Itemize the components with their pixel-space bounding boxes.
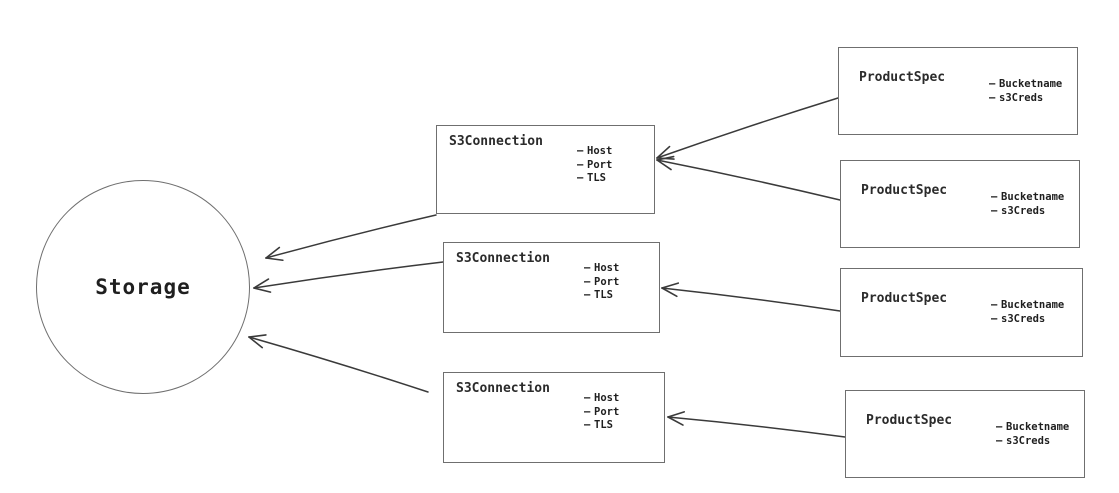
product-spec-box[interactable]: ProductSpec–Bucketname–s3Creds: [845, 390, 1085, 478]
product-spec-attribute-label: Bucketname: [999, 78, 1063, 90]
s3-connection-attribute: –TLS: [584, 289, 619, 303]
s3-connection-title: S3Connection: [456, 381, 550, 396]
s3-connection-box[interactable]: S3Connection–Host–Port–TLS: [443, 372, 665, 463]
product-spec-title: ProductSpec: [861, 291, 948, 306]
product-spec-box[interactable]: ProductSpec–Bucketname–s3Creds: [840, 160, 1080, 248]
edge-spec1-to-conn1: [656, 97, 839, 160]
bullet-dash-icon: –: [584, 275, 591, 288]
s3-connection-box[interactable]: S3Connection–Host–Port–TLS: [443, 242, 660, 333]
product-spec-attribute: –s3Creds: [991, 205, 1064, 219]
s3-connection-attribute-label: TLS: [594, 289, 613, 301]
product-spec-attribute-label: Bucketname: [1006, 421, 1070, 433]
product-spec-attribute: –s3Creds: [991, 313, 1064, 327]
product-spec-attribute: –s3Creds: [996, 435, 1069, 449]
edge-conn2-to-storage: [253, 261, 444, 293]
s3-connection-attribute-label: Host: [594, 392, 620, 404]
bullet-dash-icon: –: [991, 191, 998, 203]
product-spec-attribute-label: s3Creds: [999, 91, 1044, 104]
s3-connection-attribute: –Host: [584, 392, 619, 406]
edge-conn1-to-storage: [265, 214, 437, 262]
product-spec-box[interactable]: ProductSpec–Bucketname–s3Creds: [838, 47, 1078, 135]
product-spec-attribute: –Bucketname: [996, 421, 1069, 435]
product-spec-box[interactable]: ProductSpec–Bucketname–s3Creds: [840, 268, 1083, 357]
product-spec-attribute-label: s3Creds: [1001, 204, 1046, 217]
s3-connection-title: S3Connection: [456, 251, 550, 266]
product-spec-attribute: –Bucketname: [989, 78, 1062, 92]
bullet-dash-icon: –: [577, 172, 584, 184]
s3-connection-attribute-label: Port: [587, 158, 613, 171]
product-spec-attribute: –Bucketname: [991, 299, 1064, 313]
bullet-dash-icon: –: [996, 421, 1003, 433]
edge-spec2-to-conn1: [656, 155, 841, 201]
s3-connection-attribute: –TLS: [577, 172, 612, 186]
bullet-dash-icon: –: [991, 312, 998, 325]
storage-label: Storage: [95, 275, 191, 299]
s3-connection-attribute: –Host: [584, 262, 619, 276]
bullet-dash-icon: –: [577, 158, 584, 171]
product-spec-attribute-label: Bucketname: [1001, 191, 1065, 203]
s3-connection-attribute-label: Host: [587, 145, 613, 157]
bullet-dash-icon: –: [577, 145, 584, 157]
s3-connection-attribute: –TLS: [584, 419, 619, 433]
storage-node[interactable]: Storage: [36, 180, 250, 394]
s3-connection-attribute-list: –Host–Port–TLS: [584, 392, 619, 433]
s3-connection-attribute: –Port: [577, 159, 612, 173]
product-spec-title: ProductSpec: [866, 413, 953, 428]
product-spec-attribute: –Bucketname: [991, 191, 1064, 205]
product-spec-attribute-list: –Bucketname–s3Creds: [991, 191, 1064, 218]
edge-conn3-to-storage: [248, 334, 429, 393]
s3-connection-attribute: –Port: [584, 406, 619, 420]
bullet-dash-icon: –: [991, 204, 998, 217]
product-spec-attribute-label: s3Creds: [1001, 312, 1046, 325]
s3-connection-attribute-label: Port: [594, 405, 620, 418]
s3-connection-attribute: –Port: [584, 276, 619, 290]
bullet-dash-icon: –: [989, 91, 996, 104]
s3-connection-attribute-label: TLS: [594, 419, 613, 431]
bullet-dash-icon: –: [991, 299, 998, 311]
s3-connection-title: S3Connection: [449, 134, 543, 149]
edge-spec3-to-conn2: [661, 282, 841, 312]
s3-connection-attribute-label: Port: [594, 275, 620, 288]
product-spec-title: ProductSpec: [859, 70, 946, 85]
bullet-dash-icon: –: [584, 262, 591, 274]
s3-connection-box[interactable]: S3Connection–Host–Port–TLS: [436, 125, 655, 214]
bullet-dash-icon: –: [584, 392, 591, 404]
product-spec-attribute: –s3Creds: [989, 92, 1062, 106]
bullet-dash-icon: –: [584, 289, 591, 301]
product-spec-attribute-label: s3Creds: [1006, 434, 1051, 447]
s3-connection-attribute-label: TLS: [587, 172, 606, 184]
s3-connection-attribute-list: –Host–Port–TLS: [577, 145, 612, 186]
s3-connection-attribute-list: –Host–Port–TLS: [584, 262, 619, 303]
product-spec-attribute-list: –Bucketname–s3Creds: [989, 78, 1062, 105]
product-spec-attribute-list: –Bucketname–s3Creds: [991, 299, 1064, 326]
s3-connection-attribute-label: Host: [594, 262, 620, 274]
product-spec-attribute-label: Bucketname: [1001, 299, 1065, 311]
product-spec-attribute-list: –Bucketname–s3Creds: [996, 421, 1069, 448]
bullet-dash-icon: –: [584, 405, 591, 418]
product-spec-title: ProductSpec: [861, 183, 948, 198]
s3-connection-attribute: –Host: [577, 145, 612, 159]
bullet-dash-icon: –: [989, 78, 996, 90]
edge-spec4-to-conn3: [667, 411, 846, 438]
bullet-dash-icon: –: [996, 434, 1003, 447]
bullet-dash-icon: –: [584, 419, 591, 431]
